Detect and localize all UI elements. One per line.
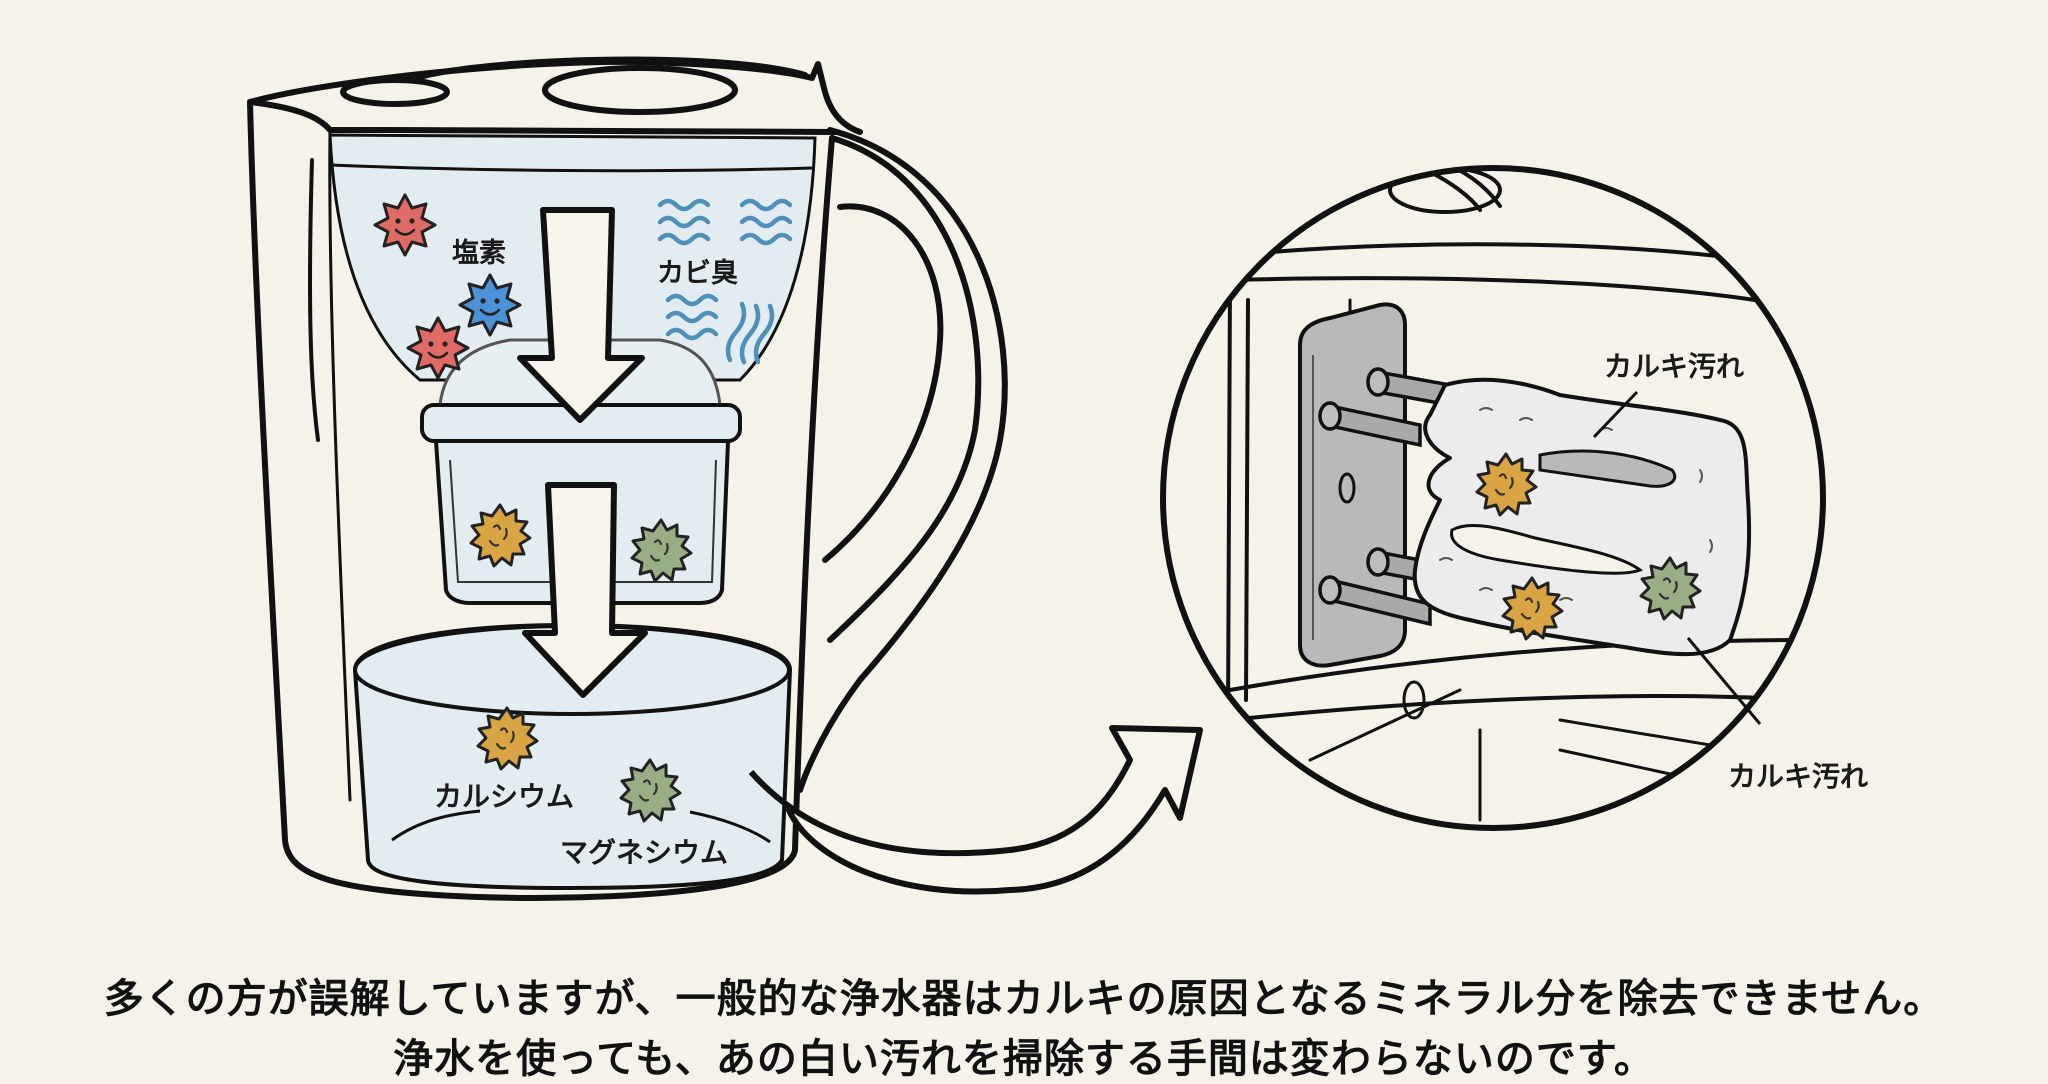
pitcher-body (247, 99, 835, 901)
label-chlorine: 塩素 (452, 238, 506, 269)
label-magnesium: マグネシウム (560, 836, 728, 869)
down-arrow-top (517, 207, 645, 423)
mold-odor-waves-icon (657, 198, 793, 365)
heater-rods (1318, 367, 1452, 627)
label-scale-top: カルキ汚れ (1604, 350, 1744, 383)
chlorine-particle-red-2 (406, 316, 470, 380)
water-filter-pitcher (247, 56, 1008, 901)
pitcher-handle (797, 127, 1008, 793)
leader-line-top (1592, 390, 1639, 439)
label-scale-bottom: カルキ汚れ (1728, 760, 1868, 793)
heater-closeup (1160, 165, 1826, 831)
chlorine-particle-red-1 (373, 193, 437, 257)
limescale-deposit (1412, 377, 1752, 657)
filtered-water (352, 622, 793, 891)
label-calcium: カルシウム (434, 780, 574, 813)
down-arrow-bottom (522, 482, 648, 698)
label-mold-odor: カビ臭 (657, 258, 738, 289)
caption-line-1: 多くの方が誤解していますが、一般的な浄水器はカルキの原因となるミネラル分を除去で… (103, 976, 1945, 1022)
closeup-circle-frame (1160, 165, 1826, 831)
caption-line-2: 浄水を使っても、あの白い汚れを掃除する手間は変わらないのです。 (393, 1036, 1655, 1082)
chlorine-particle-blue (458, 273, 522, 337)
connector-arrow (748, 725, 1203, 895)
